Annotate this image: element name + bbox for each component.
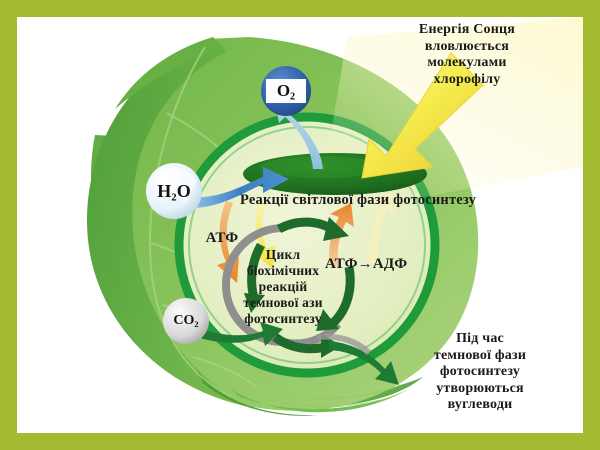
frame-border-top [0,0,600,17]
label-light-phase: Реакції світлової фази фотосинтезу [240,192,477,208]
label-sun-energy: Енергія Сонця вловлюється молекулами хло… [418,22,516,87]
water-uptake-arrow [180,167,289,208]
label-atp-to-adp: АТФ→АДФ [325,256,408,272]
frame-border-right [583,0,600,450]
sunlight-arrow [361,52,484,179]
molecule-carbon-dioxide [163,298,209,344]
atp-adp-up-arrows [329,191,396,267]
frame-border-bottom [0,433,600,450]
label-molecule-water: H₂O [157,181,191,201]
label-dark-phase: Під час темнової фази фотосинтезу утворю… [433,331,527,413]
molecule-water [146,163,202,219]
label-molecule-carbon-dioxide: CO₂ [173,313,199,328]
frame-border-left [0,0,17,450]
label-calvin-cycle: Цикл біохімічних реакцій темнової ази фо… [243,247,323,326]
label-molecule-oxygen: O₂ [266,79,306,103]
photosynthesis-illustration [87,17,583,416]
calvin-cycle-arrows [222,217,355,358]
carbohydrate-output-arrow [316,333,399,385]
label-atp: АТФ [205,230,239,246]
oxygen-release-arrow [275,101,323,169]
diagram-area: Енергія Сонця вловлюється молекулами хло… [17,17,583,433]
co2-intake-arrow [185,322,283,346]
